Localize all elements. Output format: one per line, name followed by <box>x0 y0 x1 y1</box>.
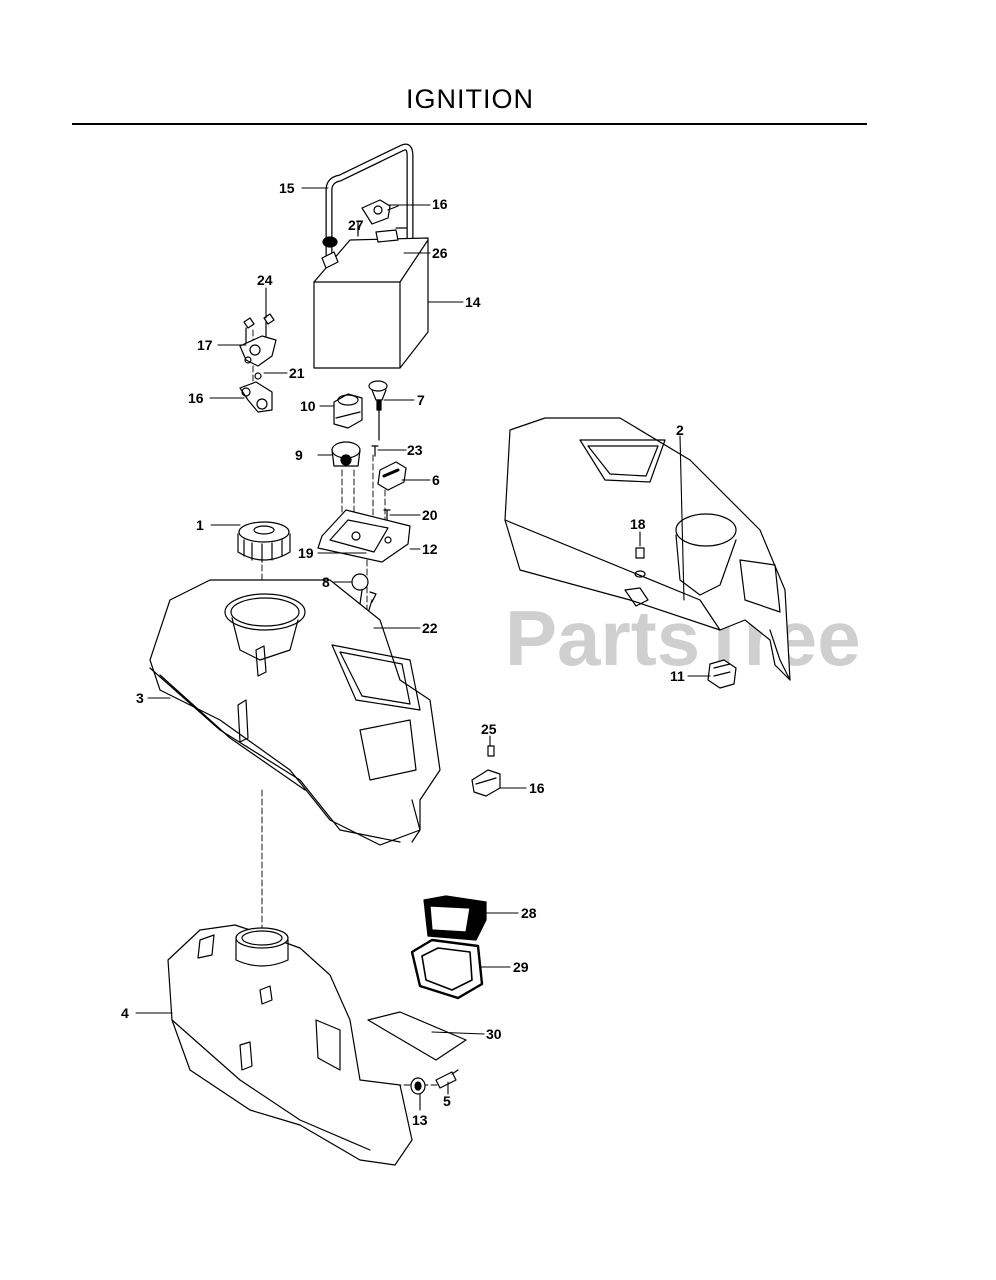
leader-lines <box>135 187 711 1111</box>
callout-26: 25 <box>481 721 497 737</box>
callout-3: 3 <box>136 690 144 706</box>
callout-5: 5 <box>443 1093 451 1109</box>
callout-16b: 16 <box>188 390 204 406</box>
seat-switch-icon <box>707 659 737 689</box>
callout-14: 14 <box>465 294 481 310</box>
callout-23: 22 <box>422 620 438 636</box>
fuel-cap-icon <box>237 521 291 563</box>
callout-labels: 15 16 27 26 14 24 17 21 16 10 7 23 9 6 2… <box>121 180 685 1128</box>
callout-9: 9 <box>295 447 303 463</box>
grommet-valve-icon <box>410 1069 459 1095</box>
fuse-holder-icon <box>410 938 484 1000</box>
callout-24: 23 <box>407 442 423 458</box>
callout-16a: 16 <box>432 196 448 212</box>
title-rule <box>72 123 867 125</box>
battery-icon <box>313 221 429 369</box>
callout-19: 18 <box>630 516 646 532</box>
solenoid-icon <box>239 313 277 380</box>
nut-washer-icon <box>634 547 646 578</box>
fender-shroud-icon <box>149 579 441 846</box>
key-switch-icon <box>333 393 363 429</box>
callout-22: 21 <box>289 365 305 381</box>
callout-11: 11 <box>670 668 685 684</box>
page-title: IGNITION <box>406 84 534 114</box>
fuel-tank-icon <box>167 924 413 1166</box>
terminal-left-icon <box>239 381 273 413</box>
pto-switch-icon <box>377 461 407 491</box>
fuse-cover-icon <box>423 895 487 941</box>
callout-8: 8 <box>322 574 330 590</box>
callout-2: 2 <box>676 422 684 438</box>
callout-17: 16 <box>529 780 545 796</box>
mounting-bracket-icon <box>317 509 411 563</box>
callout-10: 10 <box>300 398 316 414</box>
callout-6: 6 <box>432 472 440 488</box>
callout-30: 29 <box>513 959 529 975</box>
callout-20: 19 <box>298 545 314 561</box>
ignition-switch-icon <box>331 441 361 467</box>
callout-18: 17 <box>197 337 213 353</box>
callout-12: 12 <box>422 541 438 557</box>
callout-29: 28 <box>521 905 537 921</box>
battery-strap-inner <box>326 144 413 258</box>
callout-15: 15 <box>279 180 295 196</box>
callout-28: 27 <box>348 217 364 233</box>
throttle-knob-icon <box>368 380 388 441</box>
battery-terminal-icon <box>361 199 399 225</box>
callout-1: 1 <box>196 517 204 533</box>
relay-icon <box>471 745 501 797</box>
callout-7: 7 <box>417 392 425 408</box>
callout-13: 13 <box>412 1112 428 1128</box>
callout-27: 26 <box>432 245 448 261</box>
callout-25: 24 <box>257 272 273 288</box>
callout-21: 20 <box>422 507 438 523</box>
callout-4: 4 <box>121 1005 129 1021</box>
heat-shield-icon <box>367 1011 467 1061</box>
console-cover-icon <box>504 417 791 681</box>
callout-31: 30 <box>486 1026 502 1042</box>
